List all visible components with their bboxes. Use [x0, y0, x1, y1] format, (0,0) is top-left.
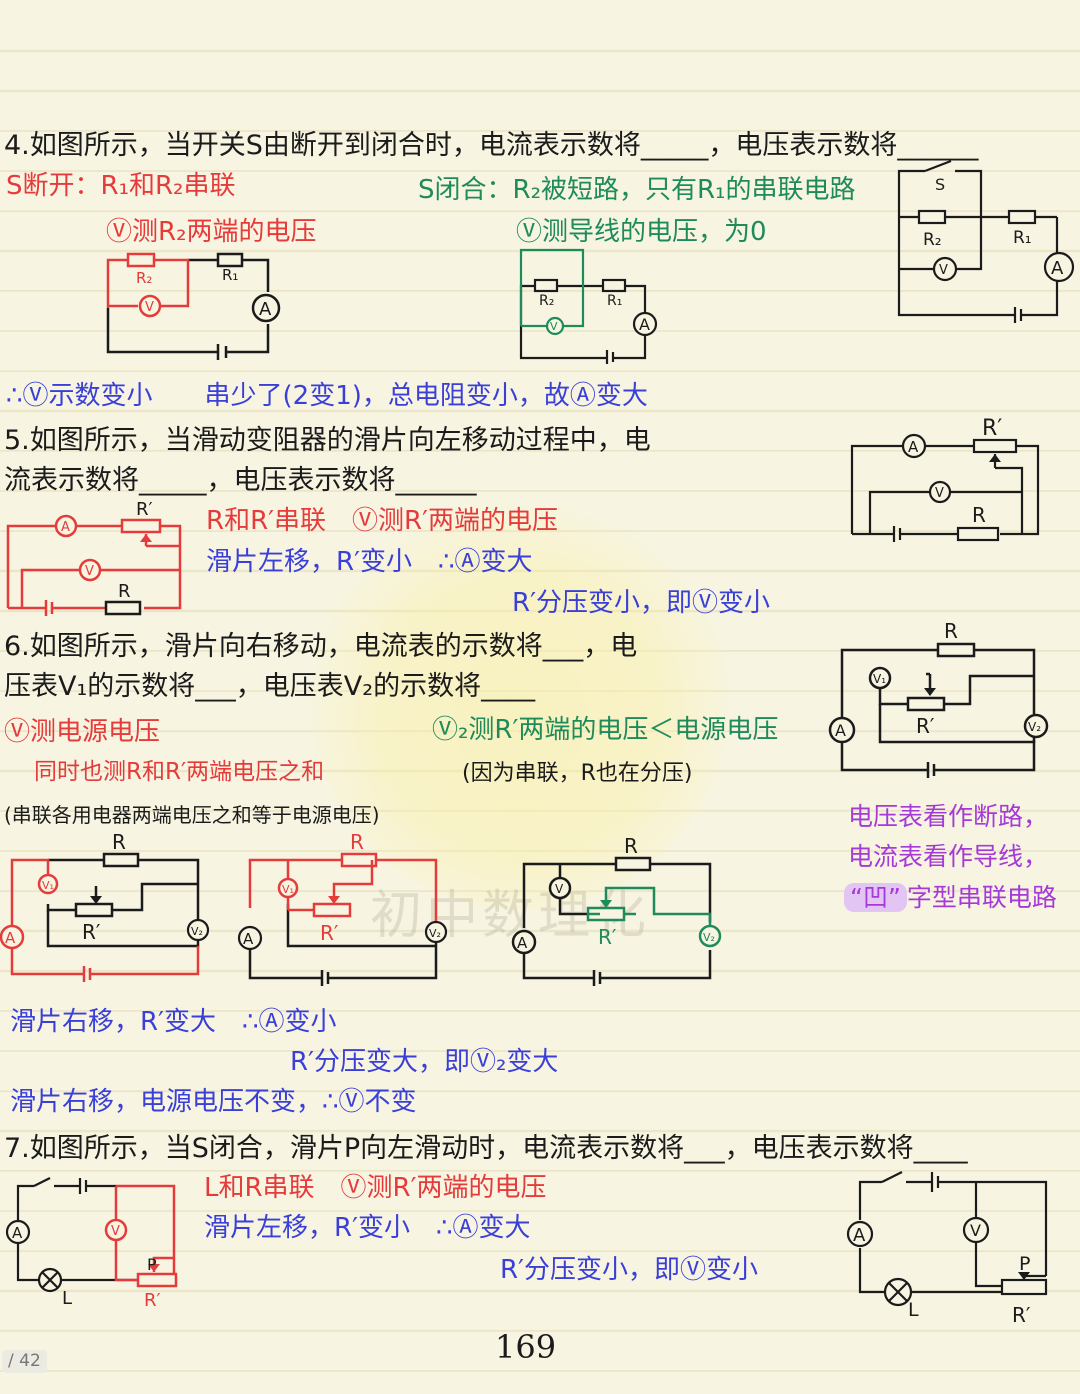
q6c-v2-label: V₂ — [703, 931, 715, 944]
q6-note3: “凹”字型串联电路 — [844, 883, 1057, 912]
q7b-rp-label: R′ — [1012, 1303, 1031, 1327]
q5a-v-label: V — [85, 564, 94, 579]
q6b-v2-label: V₂ — [429, 927, 441, 940]
q6d-v1-label: V₁ — [873, 672, 886, 686]
q6b-v1-label: V₁ — [282, 883, 294, 896]
q7b-l-label: L — [908, 1299, 919, 1321]
q6b-r-label: R — [350, 830, 364, 854]
watermark-face — [310, 480, 730, 910]
q4-ammeter-label: A — [259, 299, 272, 320]
q7a-l-label: L — [62, 1288, 72, 1309]
q4b-r2-label: R₂ — [539, 293, 554, 309]
q7-reference-circuit: P R′ L V A — [846, 1171, 1048, 1327]
q4b-ammeter-label: A — [639, 315, 650, 334]
q7b-p-label: P — [1019, 1253, 1030, 1275]
q4c-r2-label: R₂ — [923, 230, 942, 250]
q6-note3-highlight: “凹” — [844, 883, 907, 912]
q4-question: 4.如图所示，当开关S由断开到闭合时，电流表示数将_____，电压表示数将___… — [4, 130, 979, 161]
q4-reference-circuit: S R₂ R₁ V A — [897, 159, 1075, 323]
q6a-v2-label: V₂ — [191, 925, 203, 938]
q4c-s-label: S — [935, 175, 945, 194]
q4c-r1-label: R₁ — [1013, 228, 1032, 248]
q6b-a-label: A — [243, 930, 254, 948]
q5a-a-label: A — [61, 520, 70, 535]
q4b-voltmeter-label: V — [550, 320, 558, 333]
q6-because: (因为串联，R也在分压) — [462, 761, 693, 786]
q7b-a-label: A — [853, 1225, 866, 1246]
q6-circuit-red: R R′ V₁ V₂ A — [0, 830, 210, 982]
q7b-v-label: V — [970, 1221, 981, 1240]
q4-s-open: S断开：R₁和R₂串联 — [6, 171, 236, 201]
q6c-r-label: R — [624, 834, 638, 858]
q7a-a-label: A — [12, 1224, 23, 1242]
q6-also: 同时也测R和R′两端电压之和 — [34, 759, 325, 785]
q4-v-wire: Ⓥ测导线的电压，为0 — [516, 217, 767, 247]
page-number: 169 — [495, 1328, 557, 1366]
q6-right1: 滑片右移，R′变大 ∴Ⓐ变小 — [10, 1007, 337, 1037]
q4c-v-label: V — [939, 263, 948, 278]
q6a-rp-label: R′ — [82, 920, 101, 944]
q6c-a-label: A — [517, 934, 528, 952]
q6-circuit-green: R R′ V V₂ A — [511, 834, 722, 986]
q4-r2-label: R₂ — [136, 269, 152, 287]
q6d-r-label: R — [944, 619, 958, 643]
q7a-p-label: P — [147, 1255, 157, 1274]
q5-left: 滑片左移，R′变小 ∴Ⓐ变大 — [206, 547, 533, 577]
q6-right2: R′分压变大，即Ⓥ₂变大 — [290, 1047, 559, 1077]
q5b-r-label: R — [972, 503, 986, 527]
q7-question: 7.如图所示，当S闭合，滑片P向左滑动时，电流表示数将___，电压表示数将___… — [4, 1133, 968, 1164]
q7a-rp-label: R′ — [144, 1290, 161, 1311]
q5-question-l1: 5.如图所示，当滑动变阻器的滑片向左移动过程中，电 — [4, 425, 651, 456]
q5-question-l2: 流表示数将_____，电压表示数将______ — [4, 465, 477, 496]
q6-reference-circuit: R R′ V₁ V₂ A — [828, 619, 1049, 778]
q4-r1-label: R₁ — [222, 266, 238, 284]
q5-circuit-annotated: R′ R A V — [6, 499, 182, 616]
q6-note2: 电流表看作导线， — [848, 842, 1049, 871]
q4c-a-label: A — [1051, 258, 1064, 279]
q6-rule: (串联各用电器两端电压之和等于电源电压) — [4, 803, 380, 827]
q7-divide: R′分压变小，即Ⓥ变小 — [500, 1255, 758, 1285]
q5-divide: R′分压变小，即Ⓥ变小 — [512, 588, 770, 618]
q6c-v-label: V — [555, 882, 564, 896]
q6-v2-r: Ⓥ₂测R′两端的电压＜电源电压 — [432, 715, 779, 745]
q7-series: L和R串联 Ⓥ测R′两端的电压 — [204, 1173, 547, 1203]
q6d-a-label: A — [835, 721, 846, 740]
q5a-r-label: R — [118, 581, 131, 602]
q4-voltmeter-label: V — [145, 300, 154, 315]
q6a-r-label: R — [112, 830, 126, 854]
q5b-a-label: A — [908, 438, 919, 456]
q7-left: 滑片左移，R′变小 ∴Ⓐ变大 — [204, 1213, 531, 1243]
q4-v-r2: Ⓥ测R₂两端的电压 — [106, 217, 317, 247]
q4-circuit-open: R₂ R₁ V A — [106, 252, 281, 360]
q6a-v1-label: V₁ — [42, 879, 54, 892]
q5b-v-label: V — [935, 486, 944, 501]
q6-question-l1: 6.如图所示，滑片向右移动，电流表的示数将___，电 — [4, 631, 638, 662]
q5-reference-circuit: R′ R A V — [850, 416, 1040, 542]
q4-conclusion: ∴Ⓥ示数变小 串少了(2变1)，总电阻变小，故Ⓐ变大 — [6, 381, 648, 411]
q6-note3-text: 字型串联电路 — [906, 883, 1057, 912]
q6d-rp-label: R′ — [916, 714, 935, 738]
q6-note1: 电压表看作断路， — [848, 802, 1049, 831]
q6c-rp-label: R′ — [598, 925, 617, 949]
q6d-v2-label: V₂ — [1028, 720, 1041, 734]
q6-v1-src: Ⓥ测电源电压 — [4, 717, 161, 747]
q5-series: R和R′串联 Ⓥ测R′两端的电压 — [206, 506, 559, 536]
q5a-rp-label: R′ — [136, 499, 153, 520]
q4-s-closed: S闭合：R₂被短路，只有R₁的串联电路 — [418, 175, 856, 205]
page-indicator[interactable]: / 42 — [2, 1350, 47, 1373]
q4b-r1-label: R₁ — [607, 293, 622, 309]
q7-circuit-annotated: P R′ L V A — [5, 1177, 178, 1311]
q7a-v-label: V — [111, 1224, 120, 1239]
q6-right3: 滑片右移，电源电压不变，∴Ⓥ不变 — [10, 1087, 417, 1117]
q6a-a-label: A — [5, 929, 16, 947]
q6b-rp-label: R′ — [320, 921, 339, 945]
q4-circuit-closed: R₂ R₁ V A — [519, 248, 658, 364]
q6-circuit-red-inner: R R′ V₁ V₂ A — [237, 830, 448, 986]
q6-question-l2: 压表V₁的示数将___，电压表V₂的示数将____ — [4, 671, 536, 702]
q5b-rp-label: R′ — [982, 416, 1002, 441]
